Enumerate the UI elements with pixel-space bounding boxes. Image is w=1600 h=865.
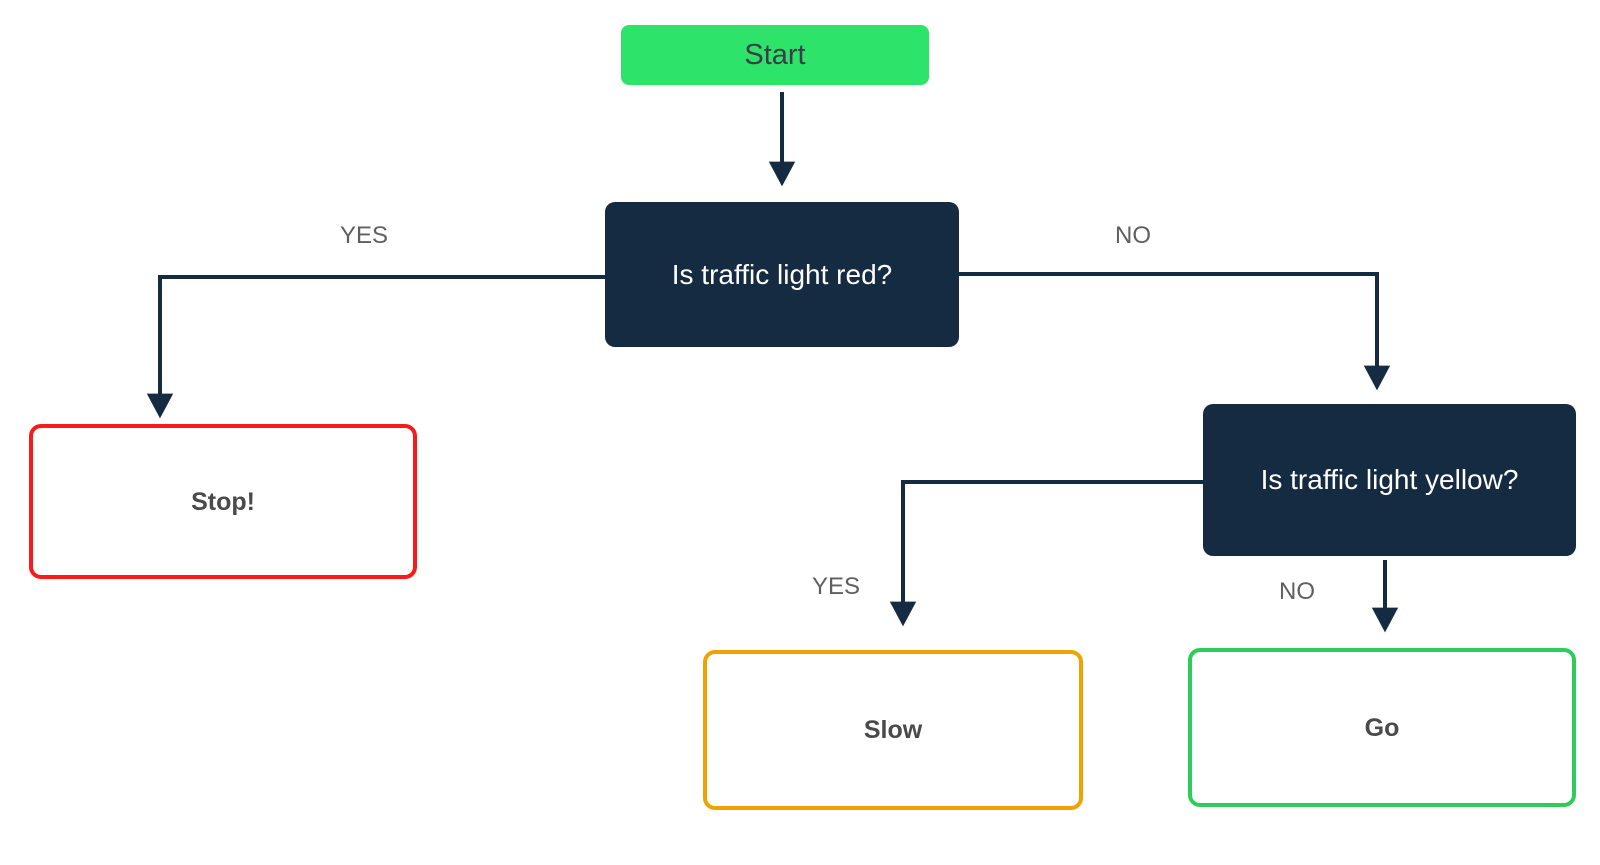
node-go[interactable]: Go <box>1188 648 1576 807</box>
node-decision-red-label: Is traffic light red? <box>671 258 893 290</box>
edge-label-yellow-yes: YES <box>812 573 861 600</box>
edge-label-red-yes: YES <box>340 222 389 249</box>
edge-label-red-no: NO <box>1115 222 1151 249</box>
node-slow[interactable]: Slow <box>703 650 1083 810</box>
node-go-label: Go <box>1364 713 1400 742</box>
node-decision-yellow-label: Is traffic light yellow? <box>1260 464 1519 496</box>
connector-yellow-yes-to-slow <box>889 480 1203 627</box>
node-start-label: Start <box>744 38 806 71</box>
node-slow-label: Slow <box>863 716 923 744</box>
node-decision-yellow[interactable]: Is traffic light yellow? <box>1203 404 1576 556</box>
node-decision-red[interactable]: Is traffic light red? <box>605 202 959 347</box>
connector-red-yes-to-stop <box>146 275 605 419</box>
node-start[interactable]: Start <box>621 25 929 85</box>
edge-label-yellow-no: NO <box>1279 578 1315 605</box>
node-stop[interactable]: Stop! <box>29 424 417 579</box>
connector-red-no-to-yellow <box>959 272 1391 391</box>
node-stop-label: Stop! <box>191 487 255 516</box>
